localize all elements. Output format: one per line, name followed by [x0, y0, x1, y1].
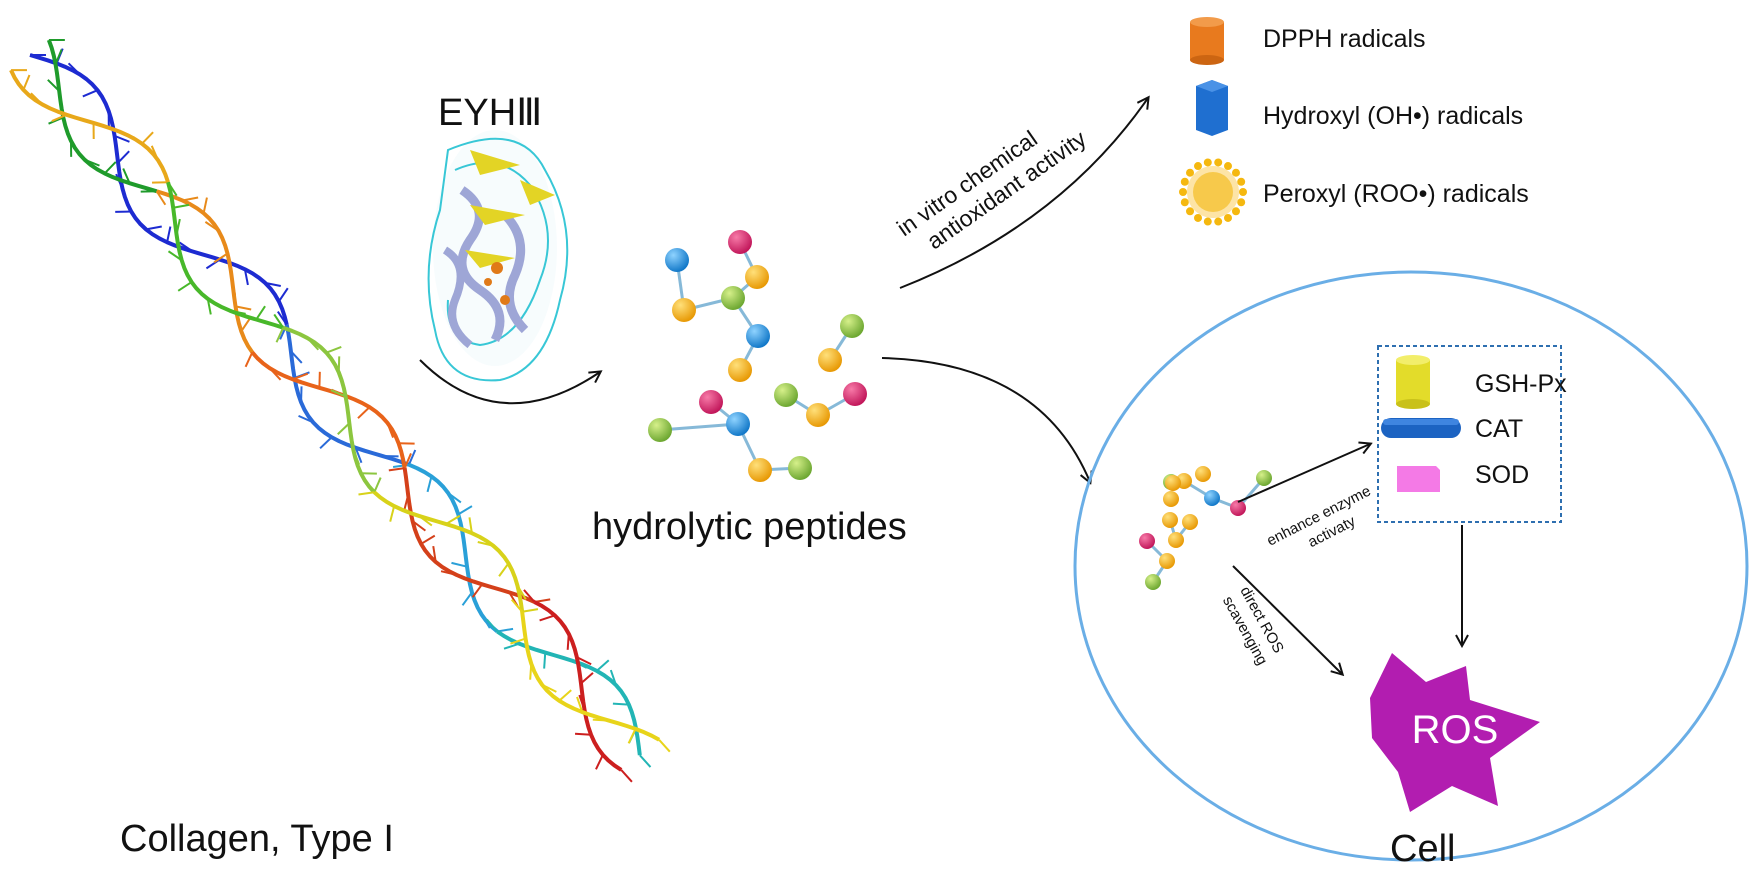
peptides-label: hydrolytic peptides — [592, 506, 907, 549]
orange-cylinder-icon — [1190, 17, 1224, 65]
yellow-sun-icon — [1179, 158, 1247, 225]
enzyme-label-gshpx: GSH-Px — [1475, 370, 1567, 399]
hydrolysis-arrow — [420, 360, 600, 403]
radical-label-dpph: DPPH radicals — [1263, 25, 1426, 54]
radical-label-hydroxyl: Hydroxyl (OH•) radicals — [1263, 102, 1523, 131]
svg-text:direct ROS scavenging: direct ROS scavenging — [1219, 584, 1289, 670]
pink-block-icon — [1397, 466, 1440, 492]
cell-label: Cell — [1390, 828, 1455, 871]
peptide-cluster — [648, 230, 867, 482]
cell-peptide-cluster — [1139, 466, 1272, 590]
enzyme-label-cat: CAT — [1475, 415, 1523, 444]
yellow-cylinder-icon — [1396, 355, 1430, 409]
radical-label-peroxyl: Peroxyl (ROO•) radicals — [1263, 180, 1529, 209]
collagen-label: Collagen, Type I — [120, 818, 394, 861]
ros-label: ROS — [1412, 708, 1499, 752]
cell-arrow — [882, 358, 1090, 482]
blue-hexagon-prism-icon — [1196, 80, 1228, 136]
collagen-helix — [11, 40, 670, 782]
enzyme-label: EYHⅢ — [438, 90, 542, 135]
enzyme-structure-icon — [429, 130, 568, 380]
blue-bar-icon — [1381, 418, 1461, 438]
enzyme-label-sod: SOD — [1475, 461, 1529, 490]
svg-text:enhance enzyme activaty: enhance enzyme activaty — [1264, 481, 1386, 568]
svg-text:in vitro chemical antioxid: in vitro chemical antioxidant activity — [892, 102, 1091, 264]
